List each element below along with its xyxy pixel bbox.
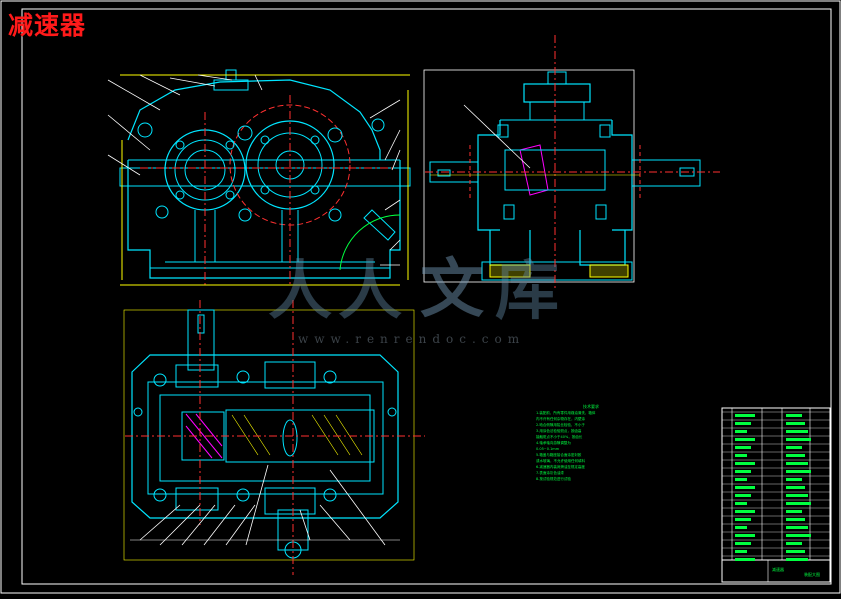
plan-view bbox=[123, 300, 425, 575]
parts-row-name bbox=[735, 454, 747, 457]
parts-row-name bbox=[735, 542, 751, 545]
watermark-glyph-3: 文 bbox=[420, 253, 484, 327]
parts-row-name bbox=[735, 558, 755, 561]
parts-row-name bbox=[735, 502, 747, 505]
watermark-url: www.renrendoc.com bbox=[298, 332, 526, 346]
notes-line: 7.表面涂灰色油漆 bbox=[536, 471, 564, 475]
parts-row-name bbox=[735, 414, 755, 417]
parts-row-name bbox=[735, 486, 755, 489]
parts-row-material bbox=[786, 502, 811, 505]
parts-row-name bbox=[735, 510, 755, 513]
notes-line: 6.减速器内装润滑油至规定高度 bbox=[536, 465, 585, 469]
parts-row-material bbox=[786, 430, 808, 433]
parts-row-name bbox=[735, 470, 751, 473]
parts-row-name bbox=[735, 550, 747, 553]
watermark-glyph-2: 人 bbox=[338, 255, 402, 329]
front-view bbox=[107, 69, 411, 286]
parts-row-material bbox=[786, 462, 808, 465]
parts-row-material bbox=[786, 422, 805, 425]
parts-row-material bbox=[786, 414, 802, 417]
parts-row-material bbox=[786, 518, 805, 521]
notes-line: 接触斑点不小于40%，按齿长 bbox=[536, 435, 583, 439]
parts-row-material bbox=[786, 494, 808, 497]
parts-row-material bbox=[786, 454, 805, 457]
parts-row-material bbox=[786, 550, 805, 553]
parts-row-name bbox=[735, 494, 751, 497]
notes-lines: 1.装配前，所有零件用煤油清洗，箱体 内不许有任何杂物存在，内壁涂 2.啮合侧隙用… bbox=[536, 410, 646, 482]
parts-row-name bbox=[735, 534, 755, 537]
parts-row-name bbox=[735, 518, 751, 521]
notes-line: 内不许有任何杂物存在，内壁涂 bbox=[536, 417, 585, 421]
parts-row-material bbox=[786, 470, 811, 473]
parts-row-material bbox=[786, 510, 802, 513]
notes-line: 3.用涂色法检验斑点，按齿高 bbox=[536, 429, 582, 433]
side-view bbox=[423, 35, 720, 290]
parts-row-name bbox=[735, 422, 751, 425]
watermark-glyph-1: 人 bbox=[268, 255, 332, 329]
parts-row-material bbox=[786, 446, 802, 449]
notes-line: 4.轴承轴向游隙调整为 bbox=[536, 441, 571, 445]
parts-row-name bbox=[735, 430, 747, 433]
parts-row-name bbox=[735, 438, 755, 441]
parts-row-name bbox=[735, 478, 747, 481]
parts-row-material bbox=[786, 526, 808, 529]
inner-border bbox=[21, 8, 832, 585]
parts-row-material bbox=[786, 486, 805, 489]
parts-row-material bbox=[786, 542, 802, 545]
parts-row-name bbox=[735, 526, 747, 529]
notes-line: 2.啮合侧隙用铅丝检验，不小于 bbox=[536, 423, 585, 427]
parts-row-material bbox=[786, 558, 808, 561]
parts-row-material bbox=[786, 534, 811, 537]
parts-row-material bbox=[786, 478, 802, 481]
title-block bbox=[721, 407, 831, 583]
notes-heading: 技术要求 bbox=[583, 404, 599, 409]
watermark-glyph-4: 库 bbox=[495, 255, 559, 329]
technical-notes: 技术要求 1.装配前，所有零件用煤油清洗，箱体 内不许有任何杂物存在，内壁涂 2.… bbox=[536, 404, 646, 482]
parts-row-material bbox=[786, 438, 811, 441]
parts-row-name bbox=[735, 462, 755, 465]
notes-line: 5.箱盖与箱座接合面涂密封胶 bbox=[536, 453, 582, 457]
notes-line: 0.05~0.1mm bbox=[536, 447, 560, 451]
titleblock-drawing-name: 减速器 bbox=[772, 567, 784, 572]
notes-line: 1.装配前，所有零件用煤油清洗，箱体 bbox=[536, 411, 596, 415]
notes-line: 8.按试验规范进行试验 bbox=[536, 477, 571, 481]
drawing-title: 减速器 bbox=[8, 11, 87, 40]
titleblock-drawing-type: 装配大图 bbox=[804, 572, 820, 577]
notes-line: 或水玻璃，不允许使用任何填料 bbox=[536, 459, 585, 463]
parts-row-name bbox=[735, 446, 751, 449]
